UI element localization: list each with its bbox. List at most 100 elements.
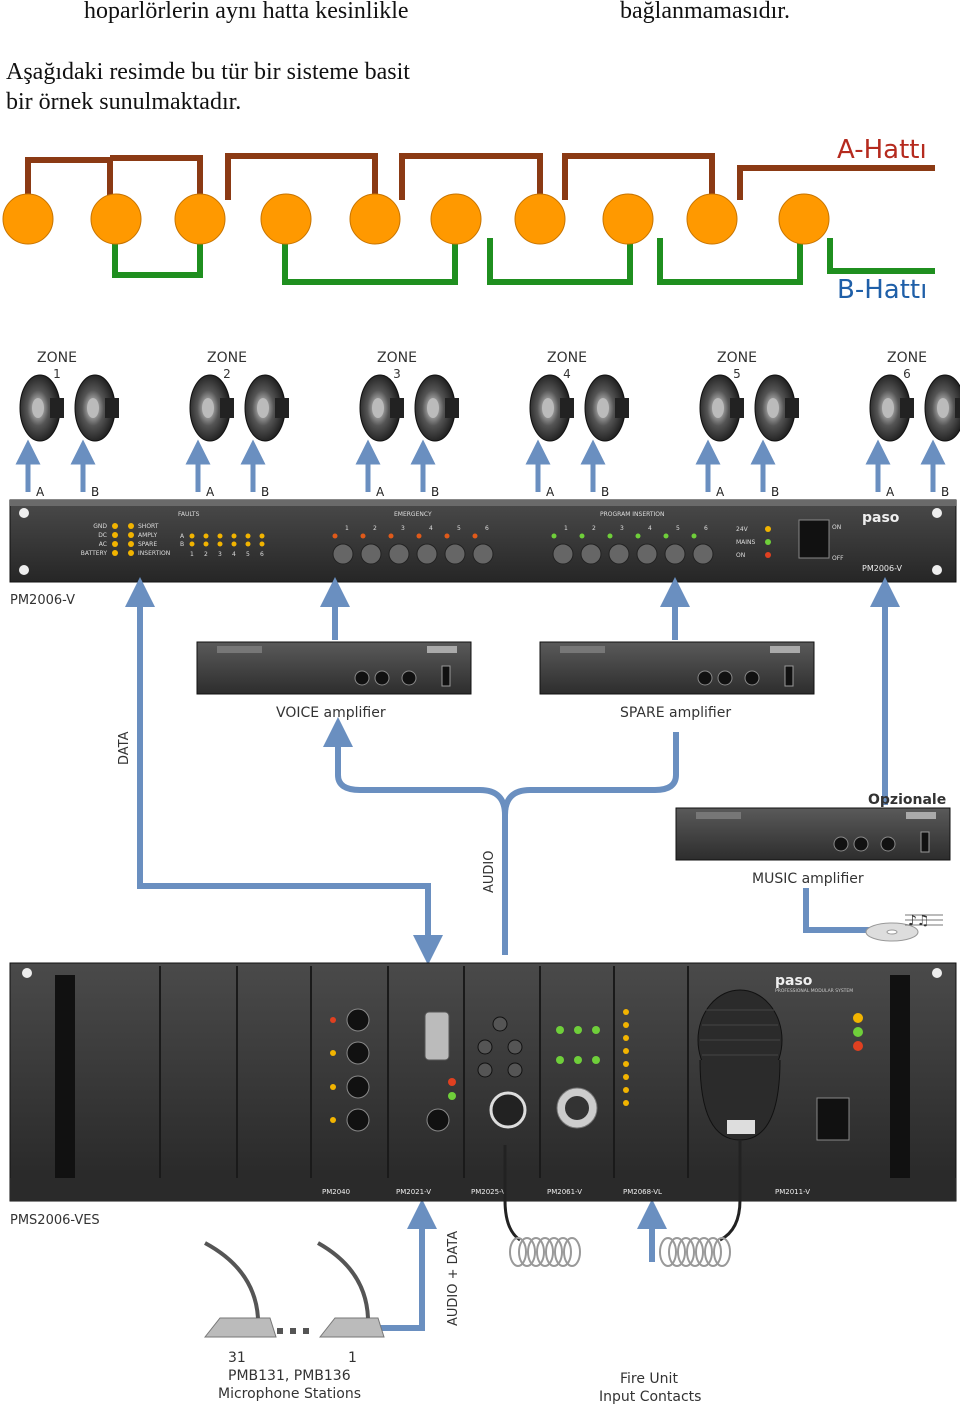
speaker-icon xyxy=(19,374,64,442)
pm2006-power-switch[interactable] xyxy=(798,519,830,559)
pm2025-button[interactable] xyxy=(492,1016,508,1032)
amp-switch[interactable] xyxy=(441,665,451,687)
zone-b-label: B xyxy=(91,485,99,499)
pms-module-label: PM2025-V xyxy=(471,1188,506,1196)
speaker-icon xyxy=(924,374,960,442)
pms-brand: paso xyxy=(775,973,813,989)
pm2006-switch-off: OFF xyxy=(832,555,844,562)
voice-amp-label: VOICE amplifier xyxy=(276,705,386,721)
pms-power-switch[interactable] xyxy=(816,1097,850,1141)
zone-label: ZONE xyxy=(717,350,757,366)
amp-knob[interactable] xyxy=(401,670,417,686)
pm-program-button[interactable] xyxy=(636,543,658,565)
zone-a-label: A xyxy=(206,485,215,499)
music-amp-label: MUSIC amplifier xyxy=(752,871,864,887)
pm-power-label: ON xyxy=(736,552,745,559)
handheld-microphone xyxy=(697,989,783,1141)
speaker-icon xyxy=(189,374,234,442)
pm-right-led-label: SPARE xyxy=(138,541,157,548)
pm-emergency-button[interactable] xyxy=(444,543,466,565)
zone-number: 2 xyxy=(223,367,231,381)
tone-knob[interactable] xyxy=(346,1008,370,1032)
pm2006-rack: FAULTS EMERGENCY PROGRAM INSERTION GNDDC… xyxy=(9,499,957,583)
pm-program-button[interactable] xyxy=(552,543,574,565)
spare-amplifier xyxy=(539,641,815,695)
zone-label: ZONE xyxy=(887,350,927,366)
cd-music-icon: ♪♫ xyxy=(865,913,943,942)
pms-subtitle: PROFESSIONAL MODULAR SYSTEM xyxy=(775,988,853,994)
line-speaker xyxy=(514,193,566,245)
speaker-icon xyxy=(699,374,744,442)
pm2025-button[interactable] xyxy=(507,1039,523,1055)
amp-knob[interactable] xyxy=(744,670,760,686)
tone-knob[interactable] xyxy=(346,1108,370,1132)
pm2006-emergency-label: EMERGENCY xyxy=(394,511,432,518)
amp-knob[interactable] xyxy=(880,836,896,852)
audio-cable-label: AUDIO xyxy=(482,851,497,894)
pm-program-button[interactable] xyxy=(692,543,714,565)
pm-program-num: 6 xyxy=(704,525,708,532)
pm-power-label: 24V xyxy=(736,526,749,533)
zone-number: 1 xyxy=(53,367,61,381)
line-speaker xyxy=(90,193,142,245)
amp-knob[interactable] xyxy=(833,836,849,852)
amp-switch[interactable] xyxy=(920,831,930,853)
speaker-icon xyxy=(414,374,459,442)
pm2025-button[interactable] xyxy=(477,1062,493,1078)
pm-emergency-button[interactable] xyxy=(388,543,410,565)
line-speaker xyxy=(430,193,482,245)
mic-station-1: 1 xyxy=(348,1350,357,1366)
zone-number: 3 xyxy=(393,367,401,381)
line-speaker xyxy=(2,193,54,245)
pm2025-button[interactable] xyxy=(507,1062,523,1078)
audio-data-cable-label: AUDIO + DATA xyxy=(446,1231,461,1326)
pm-program-num: 3 xyxy=(620,525,624,532)
pms-module-label: PM2061-V xyxy=(547,1188,582,1196)
amp-knob[interactable] xyxy=(717,670,733,686)
amp-knob[interactable] xyxy=(354,670,370,686)
tone-knob[interactable] xyxy=(346,1075,370,1099)
pms-module-label: PM2040 xyxy=(322,1188,350,1196)
pm-emergency-button[interactable] xyxy=(472,543,494,565)
zone-b-label: B xyxy=(261,485,269,499)
zone-b-label: B xyxy=(941,485,949,499)
amp-knob[interactable] xyxy=(697,670,713,686)
speaker-icon xyxy=(244,374,289,442)
pm2025-button[interactable] xyxy=(477,1039,493,1055)
call-station-level-knob[interactable] xyxy=(426,1108,450,1132)
amp-knob[interactable] xyxy=(374,670,390,686)
b-line xyxy=(112,238,935,285)
pm-emergency-num: 5 xyxy=(457,525,461,532)
pm-program-button[interactable] xyxy=(580,543,602,565)
zone-b-label: B xyxy=(431,485,439,499)
amp-switch[interactable] xyxy=(784,665,794,687)
pm-emergency-button[interactable] xyxy=(360,543,382,565)
pm2006-switch-on: ON xyxy=(832,524,841,531)
pm-program-button[interactable] xyxy=(608,543,630,565)
pm-fault-num: 4 xyxy=(232,551,236,558)
pm-fault-num: 6 xyxy=(260,551,264,558)
amplifiers xyxy=(196,641,951,861)
pm-program-button[interactable] xyxy=(664,543,686,565)
optional-label: Opzionale xyxy=(868,792,946,808)
pm-fault-num: 5 xyxy=(246,551,250,558)
pms2006-rack: paso PROFESSIONAL MODULAR SYSTEM PM2040 P… xyxy=(9,962,957,1202)
line-speaker xyxy=(174,193,226,245)
line-speaker xyxy=(686,193,738,245)
zone-label: ZONE xyxy=(377,350,417,366)
tone-knob[interactable] xyxy=(346,1041,370,1065)
pm-emergency-button[interactable] xyxy=(332,543,354,565)
amp-knob[interactable] xyxy=(853,836,869,852)
pm2006-program-label: PROGRAM INSERTION xyxy=(600,511,665,518)
zone-label: ZONE xyxy=(207,350,247,366)
remote-port xyxy=(424,1011,450,1061)
cord-coils xyxy=(509,1237,731,1267)
pm-emergency-button[interactable] xyxy=(416,543,438,565)
speaker-icon xyxy=(869,374,914,442)
